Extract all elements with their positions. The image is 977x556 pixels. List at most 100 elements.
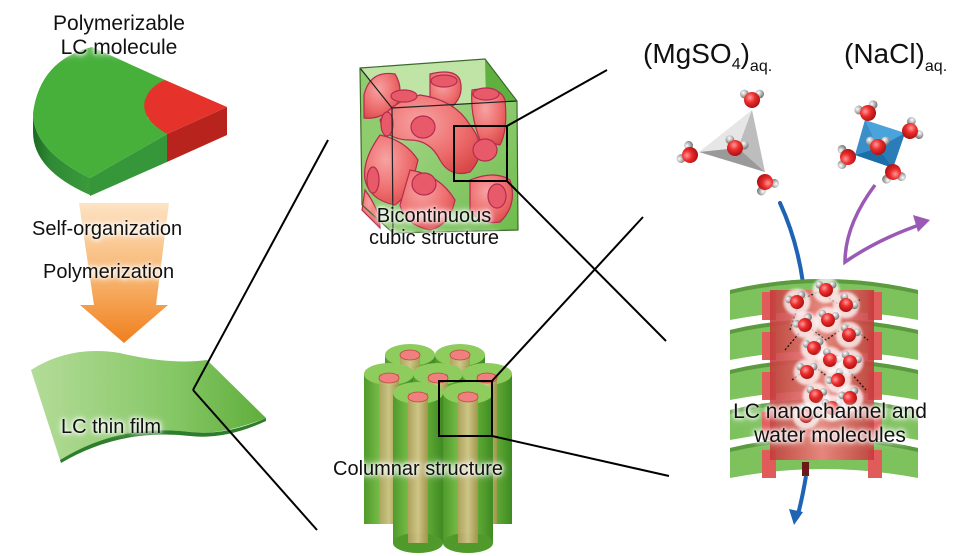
water-molecule <box>837 145 856 169</box>
water-molecule <box>835 321 863 349</box>
oxygen-atom <box>885 164 901 180</box>
oxygen-atom <box>744 92 760 108</box>
wedge-side-green <box>33 113 90 195</box>
wedge-front-green <box>90 134 167 196</box>
cubic-zoom-box <box>453 125 508 182</box>
water-molecules-ions <box>676 89 924 196</box>
nacl-deflect-arrowhead <box>913 215 930 232</box>
water-molecule <box>836 348 864 376</box>
lc-molecule-label-line1: Polymerizable <box>53 12 185 35</box>
channel-outlet <box>802 462 809 476</box>
columnar-structure-label: Columnar structure <box>333 458 504 480</box>
oxygen-atom <box>860 105 876 121</box>
mgso4-phase: aq. <box>749 58 773 75</box>
oxygen-atom <box>682 147 698 163</box>
zoom-line-film-to-columnar <box>192 389 318 531</box>
columnar-zoom-box <box>438 380 493 437</box>
water-molecule <box>757 174 779 196</box>
water-molecule <box>791 311 819 339</box>
process-arrow <box>79 203 169 343</box>
nacl-deflect-arrow <box>843 183 926 266</box>
lc-thin-film <box>31 351 266 463</box>
water-molecule <box>902 117 924 139</box>
zoom-line-columnar-bottom <box>491 435 670 477</box>
zoom-line-film-to-cubic <box>192 139 329 391</box>
oxygen-atom <box>870 139 886 155</box>
zoom-line-cubic-bottom <box>506 180 667 342</box>
cube-edges <box>359 58 519 234</box>
water-molecule <box>740 89 764 108</box>
oxygen-atom <box>798 318 812 332</box>
wedge-top-red <box>144 80 227 134</box>
oxygen-atom <box>839 298 853 312</box>
cubic-structure-label: Bicontinuous cubic structure <box>344 205 524 250</box>
oxygen-atom <box>823 353 837 367</box>
oxygen-atom <box>842 328 856 342</box>
water-flow-arrowhead-out <box>789 509 803 525</box>
lc-nanochannel <box>730 276 918 478</box>
water-molecule <box>812 276 840 304</box>
oxygen-atom <box>831 373 845 387</box>
zoom-lines-film <box>192 139 329 531</box>
zoom-lines-cubic <box>506 69 667 342</box>
oxygen-atom <box>757 174 773 190</box>
wedge-front-red <box>167 107 227 162</box>
oxygen-atom <box>727 140 743 156</box>
nanochannel-label-line2: water molecules <box>754 423 906 447</box>
thin-film-label: LC thin film <box>61 416 162 438</box>
self-organization-label: Self-organization <box>32 218 183 240</box>
nanochannel-label-line1: LC nanochannel and <box>733 400 927 423</box>
bicontinuous-cube <box>359 58 519 234</box>
zoom-line-cubic-top <box>506 69 608 127</box>
nacl-phase: aq. <box>924 58 948 75</box>
nanochannel-label: LC nanochannel and water molecules <box>695 400 965 447</box>
mgso4-formula: (MgSO <box>643 38 732 69</box>
zoom-lines-columnar <box>491 216 670 477</box>
lc-molecule-label-line2: LC molecule <box>60 35 178 59</box>
mgso4-close-paren: ) <box>740 38 750 69</box>
column <box>443 382 493 553</box>
oxygen-atom <box>825 401 839 415</box>
oxygen-atom <box>819 283 833 297</box>
cubic-structure-label-line2: cubic structure <box>368 227 500 250</box>
oxygen-atom <box>807 341 821 355</box>
oxygen-atom <box>843 355 857 369</box>
oxygen-atom <box>799 409 813 423</box>
water-molecule <box>854 100 878 121</box>
polymerization-label: Polymerization <box>43 261 175 283</box>
water-molecule <box>792 402 820 430</box>
oxygen-atom <box>809 389 823 403</box>
water-molecule <box>836 384 864 412</box>
film-surface <box>31 351 266 460</box>
mgso4-subscript: 4 <box>731 56 741 73</box>
lc-molecule-label: Polymerizable LC molecule <box>34 12 204 59</box>
water-molecule <box>793 358 821 386</box>
mgso4-label: (MgSO4)aq. <box>643 38 772 75</box>
columnar-bundle <box>364 344 512 553</box>
water-flow-arrow-in <box>778 201 805 285</box>
oxygen-atom <box>840 149 856 165</box>
wedge-top-green <box>33 47 167 178</box>
column <box>393 382 443 553</box>
water-molecule <box>676 141 698 163</box>
gyroid-openings <box>366 74 507 209</box>
oxygen-atom <box>902 123 918 139</box>
oxygen-atom <box>843 391 857 405</box>
water-molecules-channel <box>783 276 864 430</box>
water-molecule <box>725 135 749 156</box>
oxygen-atom <box>800 365 814 379</box>
nacl-label: (NaCl)aq. <box>844 38 947 75</box>
nacl-formula: (NaCl) <box>844 38 925 69</box>
water-molecule <box>866 136 890 155</box>
oxygen-atom <box>821 313 835 327</box>
water-molecule <box>816 346 844 374</box>
oxygen-atom <box>790 295 804 309</box>
water-molecule <box>814 306 842 334</box>
film-edge <box>60 418 266 463</box>
lc-molecule-wedge <box>33 47 227 196</box>
zoom-line-columnar-top <box>491 216 644 382</box>
water-molecule <box>882 164 906 184</box>
water-molecule <box>832 291 860 319</box>
